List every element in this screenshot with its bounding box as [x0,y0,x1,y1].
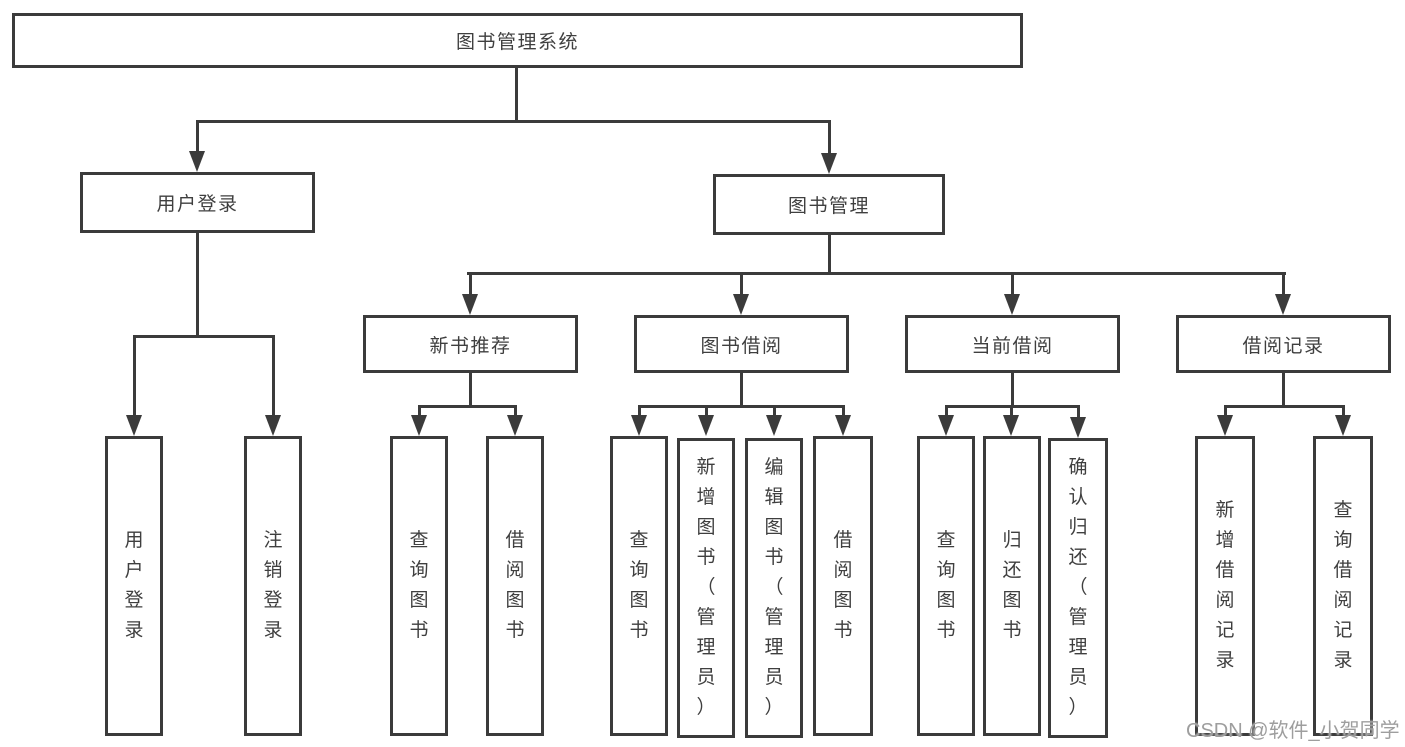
arrow-down-icon [766,415,782,436]
arrow-down-icon [462,294,478,315]
arrow-down-icon [1070,417,1086,438]
node-br-add-record: 新增借阅记录 [1195,436,1255,736]
arrow-down-icon [126,415,142,436]
node-current-borrow: 当前借阅 [905,315,1120,373]
connector-book-borrow-down [740,373,743,407]
node-nbr-borrow-books: 借阅图书 [486,436,544,736]
connector-borrow-records-horizontal [1224,405,1345,408]
node-cb-confirm-return: 确认归还（管理员） [1048,438,1108,738]
arrow-down-icon [1217,415,1233,436]
node-nbr-query-books-label: 查询图书 [409,530,429,641]
node-bb-edit-books: 编辑图书（管理员） [745,438,803,738]
connector-stem-logout-leaf [272,335,275,415]
arrow-down-icon [821,153,837,174]
node-cb-query-books: 查询图书 [917,436,975,736]
connector-stem [1342,405,1345,417]
arrow-down-icon [507,415,523,436]
node-nbr-query-books: 查询图书 [390,436,448,736]
arrow-down-icon [411,415,427,436]
node-cb-query-books-label: 查询图书 [936,530,956,641]
connector-stem-user-login [196,120,199,153]
arrow-down-icon [631,415,647,436]
node-book-mgmt: 图书管理 [713,174,945,235]
node-root-label: 图书管理系统 [455,32,579,53]
connector-stem-borrow-records [1282,272,1285,296]
connector-stem-new-book-rec [469,272,472,296]
node-book-borrow-label: 图书借阅 [700,335,783,357]
connector-stem [1010,405,1013,417]
node-bb-add-books: 新增图书（管理员） [677,438,735,738]
connector-stem [945,405,948,417]
node-book-mgmt-label: 图书管理 [787,196,870,217]
arrow-down-icon [189,151,205,172]
node-current-borrow-label: 当前借阅 [971,335,1054,357]
node-logout-leaf: 注销登录 [244,436,302,736]
connector-stem [842,405,845,417]
connector-book-borrow-horizontal [638,405,845,408]
connector-stem-user-login-leaf [133,335,136,415]
node-bb-edit-books-label: 编辑图书（管理员） [764,457,784,718]
connector-borrow-records-down [1282,373,1285,407]
node-bb-query-books-label: 查询图书 [629,530,649,641]
arrow-down-icon [938,415,954,436]
connector-current-borrow-down [1011,373,1014,407]
node-bb-borrow-books: 借阅图书 [813,436,873,736]
node-user-login-leaf: 用户登录 [105,436,163,736]
arrow-down-icon [265,415,281,436]
node-bb-add-books-label: 新增图书（管理员） [696,457,716,718]
node-user-login-label: 用户登录 [156,194,239,215]
node-br-add-record-label: 新增借阅记录 [1215,500,1235,671]
connector-new-book-rec-horizontal [418,405,517,408]
connector-stem [638,405,641,417]
node-user-login-leaf-label: 用户登录 [124,530,144,641]
connector-stem [418,405,421,417]
arrow-down-icon [1003,415,1019,436]
arrow-down-icon [698,415,714,436]
node-logout-leaf-label: 注销登录 [263,530,283,641]
node-cb-confirm-return-label: 确认归还（管理员） [1068,457,1088,718]
connector-stem-current-borrow [1011,272,1014,296]
arrow-down-icon [835,415,851,436]
node-br-query-record-label: 查询借阅记录 [1333,500,1353,671]
connector-root-down [515,68,518,122]
connector-new-book-rec-down [469,373,472,407]
connector-stem-book-borrow [740,272,743,296]
node-borrow-records: 借阅记录 [1176,315,1391,373]
connector-user-login-down [196,233,199,338]
node-nbr-borrow-books-label: 借阅图书 [505,530,525,641]
node-cb-return-books: 归还图书 [983,436,1041,736]
connector-stem [1224,405,1227,417]
arrow-down-icon [1335,415,1351,436]
connector-level3-horizontal [467,272,1286,275]
node-root: 图书管理系统 [12,13,1023,68]
connector-stem [705,405,708,417]
connector-stem [773,405,776,417]
connector-book-mgmt-down [828,235,831,275]
node-bb-query-books: 查询图书 [610,436,668,736]
arrow-down-icon [1004,294,1020,315]
csdn-watermark: CSDN @软件_小贺同学 [1186,720,1400,742]
connector-root-horizontal [196,120,831,123]
node-bb-borrow-books-label: 借阅图书 [833,530,853,641]
connector-stem [1077,405,1080,417]
connector-stem [514,405,517,417]
node-new-book-rec: 新书推荐 [363,315,578,373]
node-user-login: 用户登录 [80,172,315,233]
connector-user-login-horizontal [133,335,275,338]
arrow-down-icon [733,294,749,315]
node-borrow-records-label: 借阅记录 [1242,335,1325,357]
node-cb-return-books-label: 归还图书 [1002,530,1022,641]
node-new-book-rec-label: 新书推荐 [429,335,512,357]
arrow-down-icon [1275,294,1291,315]
connector-stem-book-mgmt [828,120,831,155]
node-book-borrow: 图书借阅 [634,315,849,373]
node-br-query-record: 查询借阅记录 [1313,436,1373,736]
